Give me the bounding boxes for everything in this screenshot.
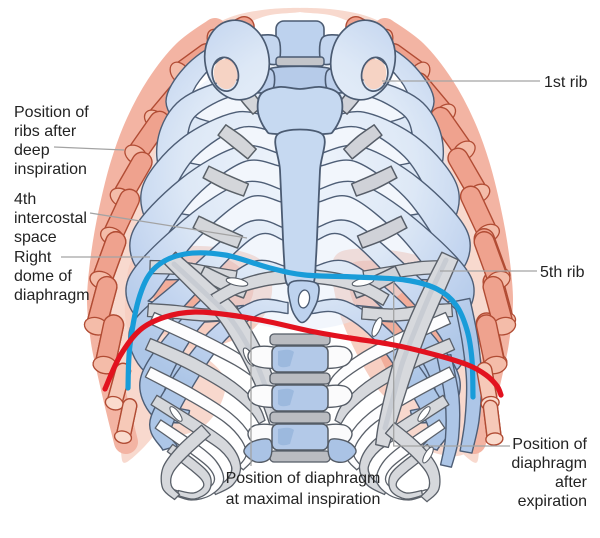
svg-text:ribs after: ribs after — [14, 123, 77, 140]
svg-text:space: space — [14, 229, 57, 246]
svg-text:inspiration: inspiration — [14, 161, 87, 178]
svg-text:intercostal: intercostal — [14, 210, 87, 227]
svg-text:5th rib: 5th rib — [540, 264, 585, 281]
svg-text:1st rib: 1st rib — [544, 74, 588, 91]
svg-text:Position of: Position of — [512, 436, 587, 453]
svg-text:after: after — [555, 474, 588, 491]
svg-text:Position of: Position of — [14, 104, 89, 121]
svg-text:diaphragm: diaphragm — [511, 455, 587, 472]
svg-text:expiration: expiration — [518, 493, 587, 510]
svg-text:Position of diaphragm: Position of diaphragm — [226, 470, 381, 487]
svg-text:at maximal inspiration: at maximal inspiration — [226, 491, 381, 508]
svg-text:4th: 4th — [14, 191, 36, 208]
svg-text:diaphragm: diaphragm — [14, 287, 90, 304]
svg-text:deep: deep — [14, 142, 50, 159]
svg-text:dome of: dome of — [14, 268, 72, 285]
svg-text:Right: Right — [14, 249, 52, 266]
